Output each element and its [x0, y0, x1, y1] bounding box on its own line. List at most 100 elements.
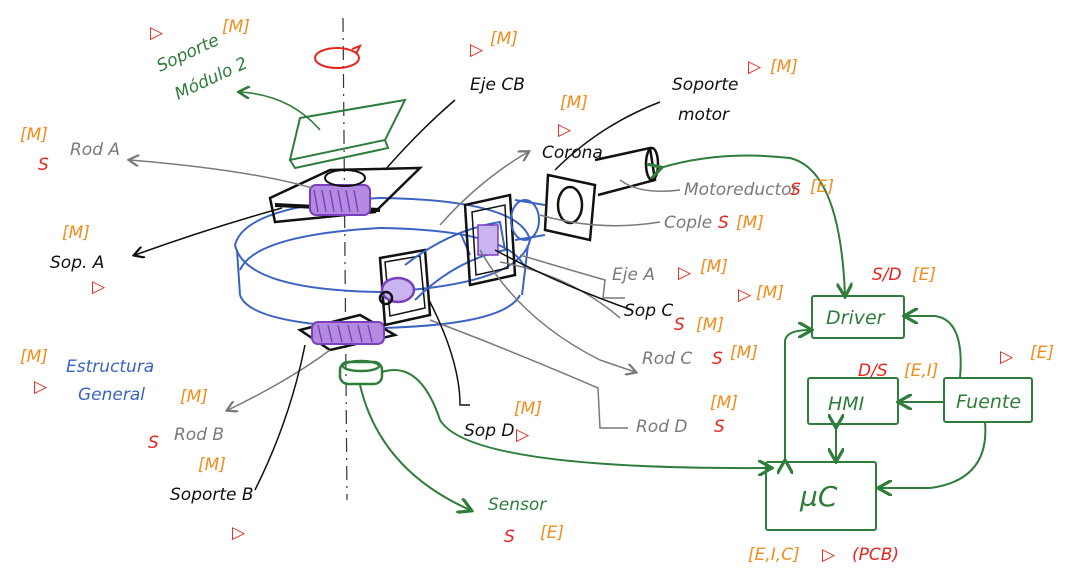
sensor-shape — [338, 359, 384, 386]
soporte-modulo-2-marker: ▷ — [150, 23, 164, 43]
hmi-ds: D/S — [858, 361, 888, 381]
leader-soporte-motor — [554, 101, 661, 171]
soporte-b-tag: [M] — [198, 455, 226, 475]
driver-block-label: Driver — [826, 307, 886, 329]
wire-fuente-uc — [880, 421, 987, 488]
rod-c-tag: [M] — [730, 343, 758, 363]
uc-marker: ▷ — [822, 545, 836, 565]
soporte-motor-line2: motor — [678, 105, 730, 125]
sop-c-box — [463, 193, 517, 287]
soporte-motor-tag: [M] — [770, 57, 798, 77]
leader-sop-a — [135, 207, 283, 255]
estructura-general-line2: General — [78, 385, 145, 405]
soporte-motor-marker: ▷ — [748, 57, 762, 77]
sensor-s: S — [504, 527, 515, 547]
fuente-marker: ▷ — [1000, 347, 1014, 367]
soporte-b-label: Soporte B — [170, 485, 254, 505]
cople-tag: [M] — [736, 213, 764, 233]
sop-a-label: Sop. A — [50, 253, 104, 273]
leader-eje-a-black — [494, 249, 633, 311]
sop-c-tag: [M] — [756, 283, 784, 303]
rod-c-s: S — [712, 349, 723, 369]
rod-d-label: Rod D — [636, 417, 688, 437]
soporte-motor-line1: Soporte — [672, 75, 739, 95]
leader-sensor — [359, 384, 470, 510]
soporte-modulo-2-tag: [M] — [222, 17, 250, 37]
uc-block — [765, 461, 877, 531]
driver-tag: [E] — [912, 265, 936, 285]
rotation-arrow-head — [351, 44, 363, 55]
sop-d-marker: ▷ — [516, 425, 530, 445]
wire-fuente-driver — [906, 316, 962, 379]
estructura-general-tag: [M] — [20, 347, 48, 367]
central-support — [378, 248, 432, 327]
motoreductor-label: Motoreductor — [684, 180, 800, 200]
rod-a-label: Rod A — [70, 140, 120, 160]
leader-eje-a — [519, 254, 625, 299]
sop-a-tag: [M] — [62, 223, 90, 243]
leader-cople — [539, 214, 661, 227]
motoreductor-tag: [E] — [810, 177, 834, 197]
cople-label: Cople — [664, 213, 712, 233]
wire-uc-driver — [785, 330, 810, 462]
eje-a-marker: ▷ — [678, 263, 692, 283]
sensor-label: Sensor — [488, 495, 547, 515]
leader-soporte-b — [254, 344, 306, 491]
rod-a-assembly — [268, 166, 424, 224]
leader-rod-c — [479, 249, 635, 372]
leader-sop-c — [499, 261, 621, 319]
corona-marker: ▷ — [558, 120, 572, 140]
eje-cb-tag: [M] — [490, 29, 518, 49]
hmi-tag: [E,I] — [904, 361, 938, 381]
fuente-block-label: Fuente — [956, 391, 1021, 413]
eje-cb-label: Eje CB — [470, 75, 525, 95]
rod-d-s: S — [714, 417, 725, 437]
eje-cb-marker: ▷ — [470, 40, 484, 60]
rod-d-tag: [M] — [710, 393, 738, 413]
wire-motor-driver — [660, 154, 845, 295]
rod-b-tag: [M] — [180, 387, 208, 407]
leader-rod-b — [228, 349, 331, 410]
soporte-b-marker: ▷ — [232, 523, 246, 543]
hmi-block-label: HMI — [828, 393, 865, 415]
sop-c-label: Sop C — [624, 301, 673, 321]
sop-c-marker: ▷ — [738, 285, 752, 305]
leader-corona — [439, 152, 528, 226]
uc-block-label: µC — [799, 480, 838, 513]
sop-d-tag: [M] — [514, 399, 542, 419]
rotation-arrow — [314, 47, 360, 69]
rod-a-tag: [M] — [20, 125, 48, 145]
vertical-axis-line — [342, 17, 348, 501]
rod-a-s: S — [38, 155, 49, 175]
rod-b-label: Rod B — [174, 425, 224, 445]
eje-a-tag: [M] — [700, 257, 728, 277]
leader-rod-d — [429, 319, 628, 429]
wire-sensor-uc — [381, 369, 770, 468]
rod-c-label: Rod C — [642, 349, 692, 369]
sop-a-marker: ▷ — [92, 277, 106, 297]
sensor-tag: [E] — [540, 523, 564, 543]
motoreductor-s: S — [790, 180, 801, 200]
leader-eje-cb — [384, 99, 456, 171]
corona-label: Corona — [542, 143, 603, 163]
leader-rod-a — [130, 160, 313, 189]
cople-shape — [510, 199, 546, 241]
cople-s: S — [718, 213, 729, 233]
eje-a-label: Eje A — [612, 265, 655, 285]
estructura-general-marker: ▷ — [34, 377, 48, 397]
s-m-tag: [M] — [696, 315, 724, 335]
fuente-tag: [E] — [1030, 343, 1054, 363]
soporte-modulo-2-shape — [288, 98, 407, 170]
leader-sop-d — [427, 297, 470, 406]
sop-d-label: Sop D — [464, 421, 514, 441]
corona-tag: [M] — [560, 93, 588, 113]
uc-tag: [E,I,C] — [748, 545, 800, 565]
estructura-general-ring — [233, 196, 532, 330]
fuente-block — [943, 377, 1033, 423]
s-m-label: S — [674, 315, 685, 335]
estructura-general-line1: Estructura — [66, 357, 154, 377]
rod-b-s: S — [148, 433, 159, 453]
rod-b-assembly — [296, 313, 399, 352]
